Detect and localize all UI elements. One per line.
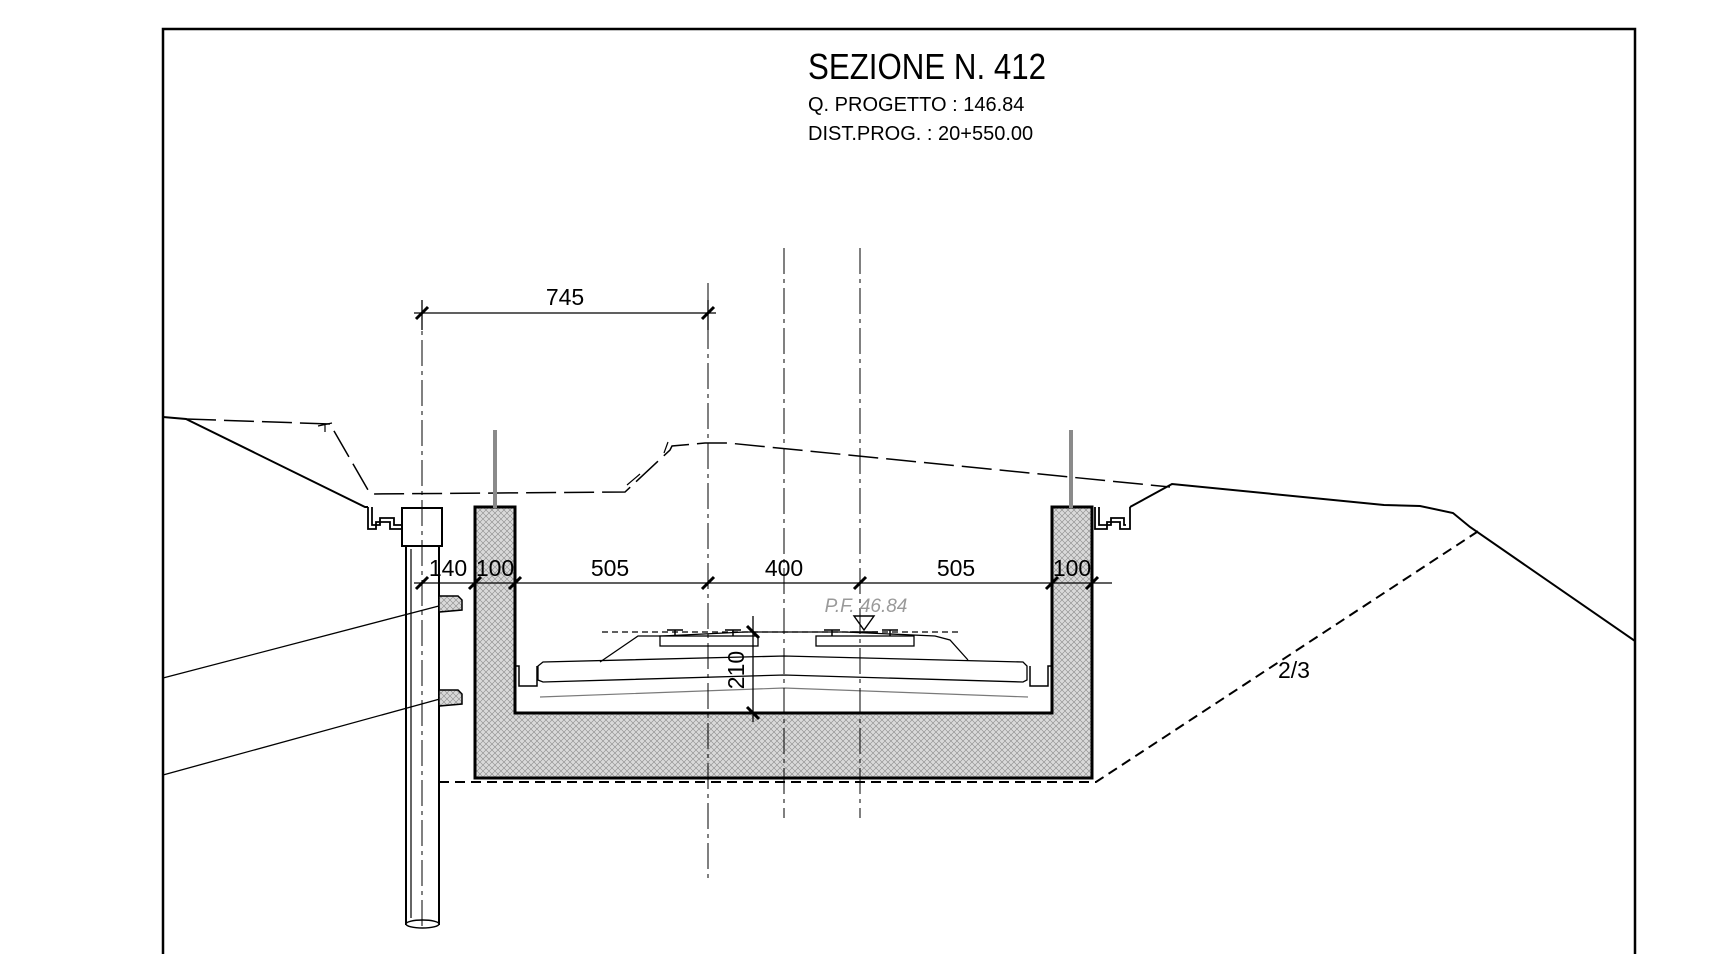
design-elevation: Q. PROGETTO : 146.84 xyxy=(808,94,1024,116)
mast-left xyxy=(493,430,497,508)
ground-anchor-upper xyxy=(162,600,459,679)
drawing-frame xyxy=(161,27,1637,954)
inner-drain-left xyxy=(515,665,538,687)
dim-210: 210 xyxy=(723,651,749,689)
ground-tick xyxy=(317,422,669,486)
anchor-head-lower xyxy=(438,689,463,707)
ground-line-right xyxy=(1129,482,1636,642)
inner-drain-right xyxy=(1029,665,1052,687)
sleeper-right xyxy=(815,635,915,647)
dim-100-right: 100 xyxy=(1053,555,1091,581)
dim-ticks-top xyxy=(414,305,716,321)
mast-right xyxy=(1069,430,1073,508)
dim-745: 745 xyxy=(546,284,584,310)
dim-505-left: 505 xyxy=(591,555,629,581)
progressive-distance: DIST.PROG. : 20+550.00 xyxy=(808,123,1033,145)
dim-400: 400 xyxy=(765,555,803,581)
level-mark-label: P.F. 46.84 xyxy=(825,596,908,617)
dim-ticks-vertical xyxy=(745,624,761,721)
level-mark-triangle xyxy=(850,615,878,633)
track-bed xyxy=(537,655,1028,683)
excavation-line xyxy=(439,529,1481,783)
dim-ticks-chain xyxy=(414,575,1100,591)
ditch-left xyxy=(367,507,402,530)
ditch-right xyxy=(1094,507,1131,530)
sleeper-left xyxy=(659,635,759,647)
concrete-trough xyxy=(473,505,1094,780)
section-title: SEZIONE N. 412 xyxy=(808,46,1046,87)
rails xyxy=(667,629,898,636)
anchor-head-upper xyxy=(438,595,463,613)
original-ground-dashed xyxy=(185,418,1171,495)
slope-ratio-label: 2/3 xyxy=(1278,657,1310,683)
ground-line-left xyxy=(162,416,368,508)
ground-anchor-lower xyxy=(162,693,459,776)
dim-505-right: 505 xyxy=(937,555,975,581)
dim-100-left: 100 xyxy=(476,555,514,581)
dim-140: 140 xyxy=(429,555,467,581)
